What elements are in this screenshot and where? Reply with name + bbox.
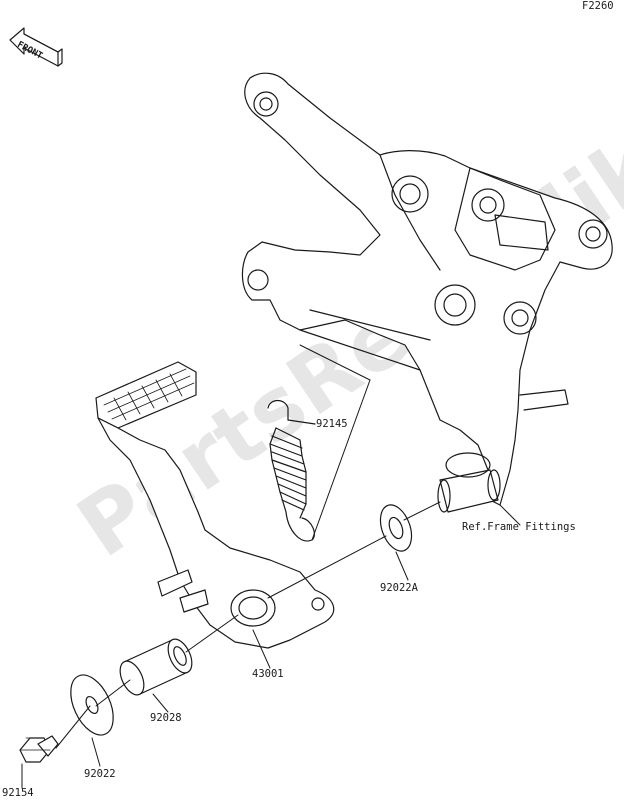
washer-92022 [70, 674, 114, 736]
frame-bracket [241, 72, 613, 513]
leader-92145 [287, 419, 316, 425]
part-label-92145: 92145 [316, 418, 348, 430]
part-label-92022: 92022 [84, 768, 116, 780]
front-arrow-icon [9, 27, 63, 67]
leader-lines [21, 344, 521, 789]
washer-92022A [379, 504, 413, 552]
ref-frame-fittings-label: Ref.Frame Fittings [462, 521, 576, 533]
part-label-43001: 43001 [252, 668, 284, 680]
bolt-92154 [19, 735, 59, 763]
brake-pedal [95, 361, 335, 649]
part-label-92022A: 92022A [380, 582, 418, 594]
part-label-92154: 92154 [2, 787, 34, 799]
collar-92028 [119, 638, 193, 696]
diagram-code: F2260 [582, 0, 614, 12]
part-label-92028: 92028 [150, 712, 182, 724]
spring-92145 [267, 399, 315, 542]
